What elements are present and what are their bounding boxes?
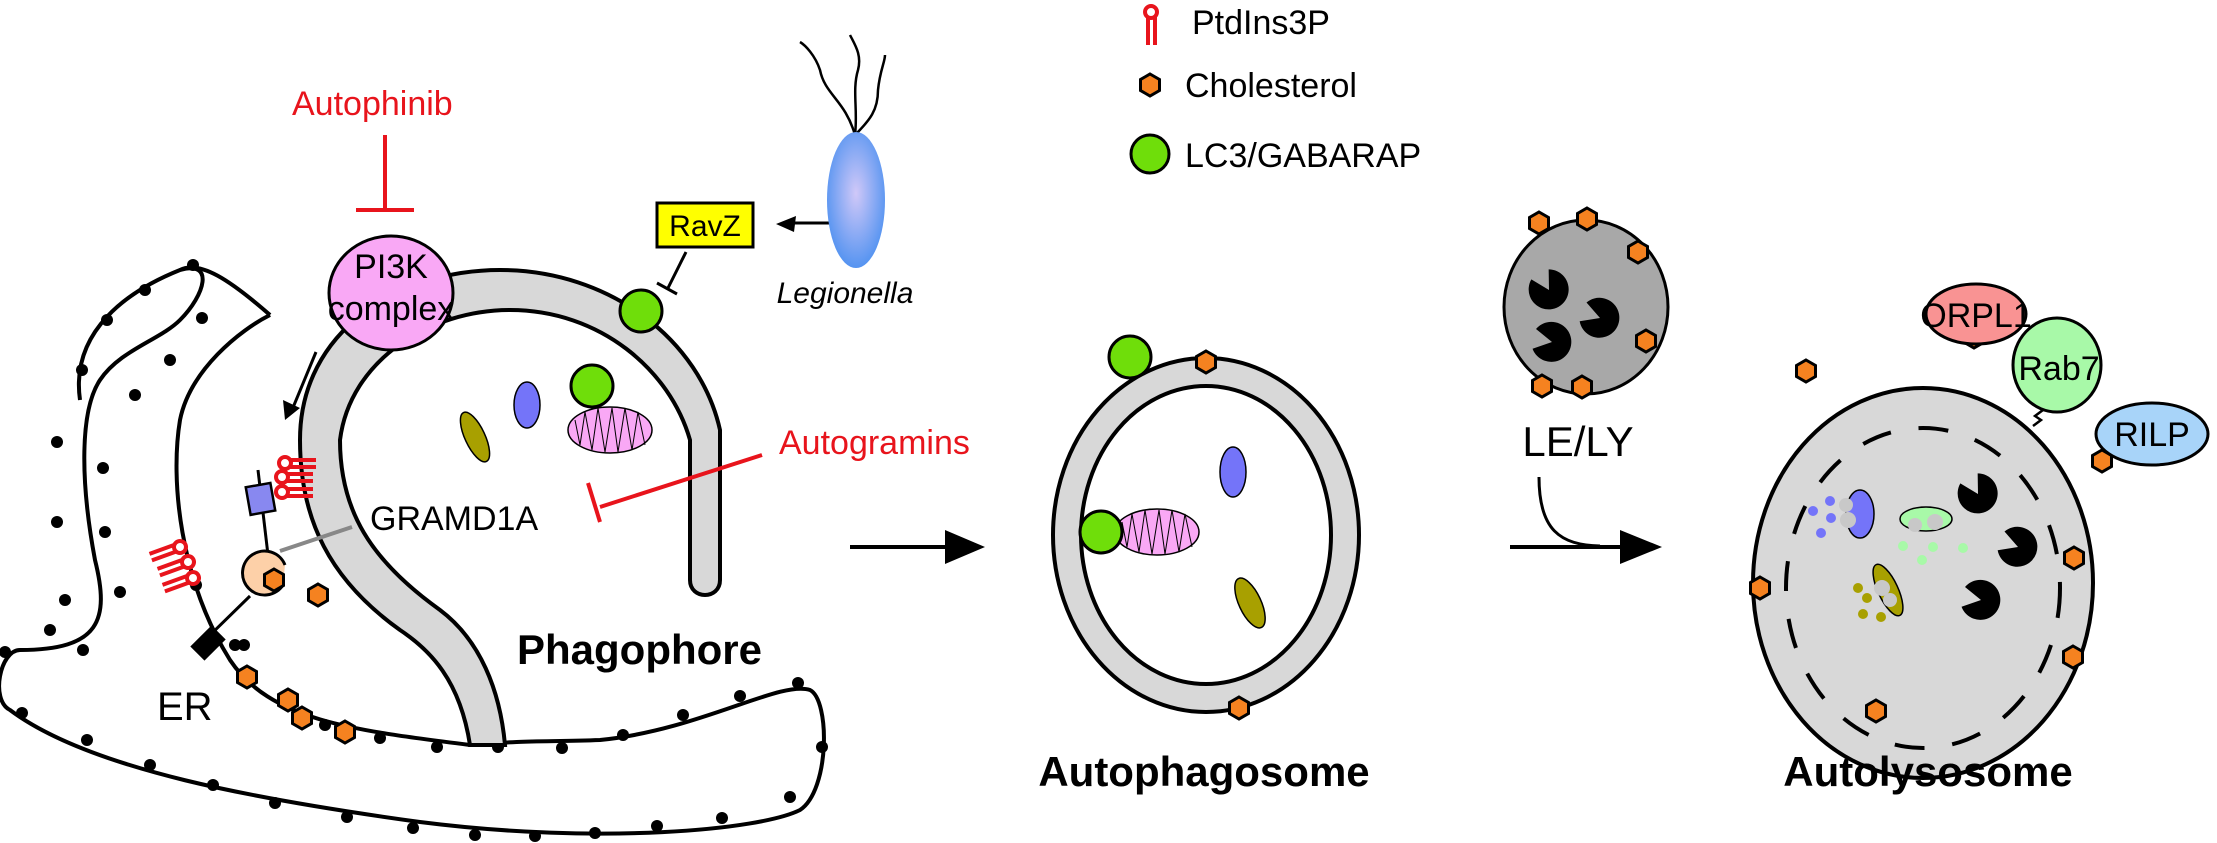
fusion-arrow bbox=[1510, 476, 1662, 564]
legend-item-cholesterol: Cholesterol bbox=[1139, 67, 1357, 105]
gramd1a-label: GRAMD1A bbox=[370, 500, 538, 538]
cargo-blue bbox=[513, 381, 541, 429]
phagophore bbox=[297, 267, 722, 747]
cargo-olive bbox=[1234, 577, 1266, 629]
autogramins-label: Autogramins bbox=[779, 424, 970, 462]
ravz-label: RavZ bbox=[669, 210, 741, 243]
lc3-gabarap-inner bbox=[1078, 509, 1124, 555]
autogramins-inhibition bbox=[586, 453, 763, 523]
autolysosome-label: Autolysosome bbox=[1783, 748, 2072, 795]
pi3k-label-line1: PI3K bbox=[354, 248, 428, 286]
legend: PtdIns3P Cholesterol LC3/GABARAP bbox=[1129, 4, 1421, 175]
mitochondrion bbox=[567, 406, 653, 454]
legionella-label: Legionella bbox=[777, 277, 914, 310]
gramd1a-tether bbox=[190, 469, 353, 661]
rilp-label: RILP bbox=[2114, 416, 2190, 454]
er-ribosomes bbox=[0, 259, 828, 842]
autophinib-inhibition bbox=[356, 135, 414, 212]
arrow-to-autophagosome bbox=[850, 530, 985, 564]
er-label: ER bbox=[157, 685, 213, 729]
autolysosome bbox=[1751, 386, 2095, 780]
phagophore-label: Phagophore bbox=[517, 626, 762, 673]
autophinib-label: Autophinib bbox=[292, 85, 453, 123]
pi3k-label-line2: complex bbox=[328, 290, 455, 328]
late-endosome-lysosome bbox=[1502, 206, 1670, 400]
legend-label-lc3-gabarap: LC3/GABARAP bbox=[1185, 137, 1421, 175]
le-ly-label: LE/LY bbox=[1522, 418, 1633, 465]
cholesterol-icon bbox=[1139, 72, 1161, 98]
cargo-olive bbox=[459, 411, 491, 463]
orpl1-label: ORPL1 bbox=[1920, 297, 2032, 335]
lc3-gabarap-outer bbox=[1107, 334, 1153, 380]
ptdins3p-icon bbox=[1143, 4, 1159, 45]
ravz-inhibition bbox=[656, 251, 688, 296]
rab7: Rab7 bbox=[2011, 316, 2103, 427]
ravz-box: RavZ bbox=[655, 201, 755, 249]
legend-item-ptdins3p: PtdIns3P bbox=[1143, 4, 1330, 45]
pi3k-complex: PI3K complex bbox=[327, 234, 455, 352]
pi3k-arrow bbox=[283, 351, 318, 420]
legend-item-lc3-gabarap: LC3/GABARAP bbox=[1129, 133, 1421, 175]
legend-label-ptdins3p: PtdIns3P bbox=[1192, 4, 1330, 42]
legionella-bacterium bbox=[799, 34, 887, 268]
lc3-gabarap-icon bbox=[1129, 133, 1171, 175]
rab7-label: Rab7 bbox=[2018, 350, 2099, 388]
rilp: RILP bbox=[2094, 401, 2210, 467]
legend-label-cholesterol: Cholesterol bbox=[1185, 67, 1357, 105]
lc3-gabarap-outer bbox=[618, 288, 664, 334]
cholesterol-er bbox=[236, 582, 356, 745]
cargo-blue bbox=[1219, 446, 1247, 498]
lc3-gabarap-inner bbox=[569, 363, 615, 409]
mitochondrion bbox=[1114, 508, 1200, 556]
autophagosome-label: Autophagosome bbox=[1038, 748, 1369, 795]
orpl1: ORPL1 bbox=[1920, 282, 2032, 346]
degraded-cargo bbox=[1808, 489, 1968, 622]
